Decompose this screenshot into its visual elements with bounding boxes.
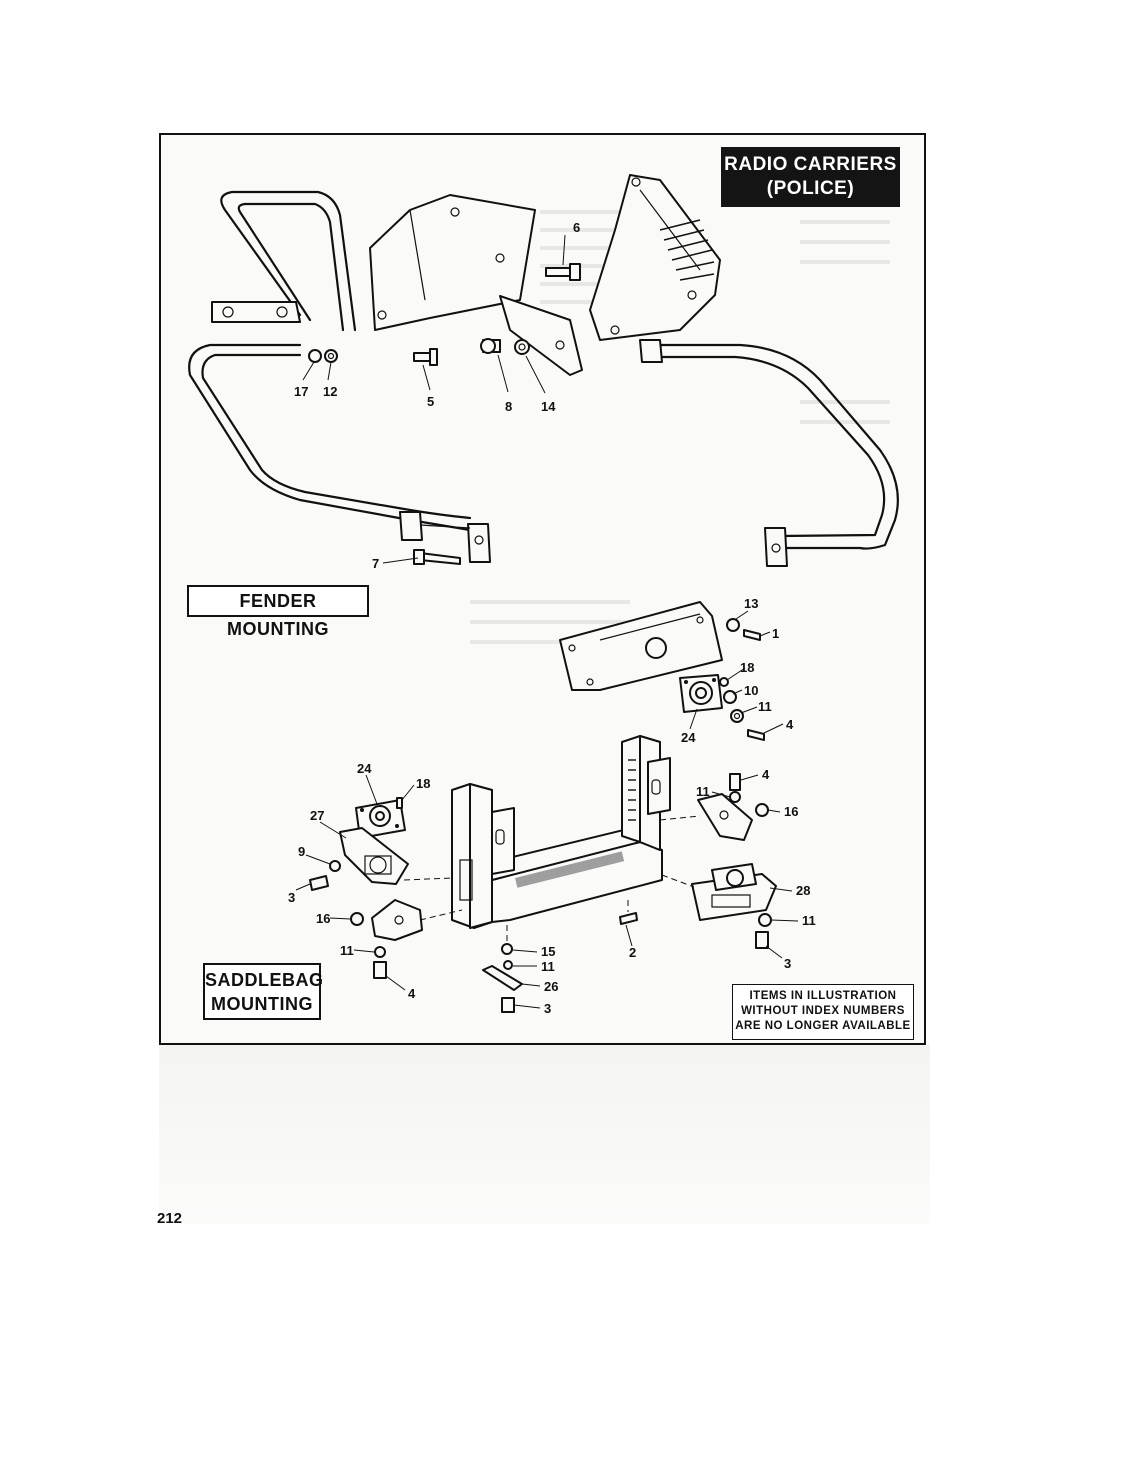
bracket-callouts: 13 1 18 10 11 4 24 xyxy=(681,596,794,745)
note-line-3: ARE NO LONGER AVAILABLE xyxy=(735,1020,911,1032)
fender-mount-plate-right xyxy=(589,174,721,341)
fender-rail-left xyxy=(188,190,491,563)
callout: 12 xyxy=(323,384,337,399)
fender-mounting-text: FENDER MOUNTING xyxy=(227,591,329,639)
callout: 24 xyxy=(681,730,696,745)
fender-mount-plate-left xyxy=(369,194,583,376)
saddlebag-text-line-2: MOUNTING xyxy=(211,994,313,1014)
callout: 27 xyxy=(310,808,324,823)
radio-mount-bracket xyxy=(559,601,723,691)
fender-mounting-label: FENDER MOUNTING xyxy=(187,585,369,639)
callout: 2 xyxy=(629,945,636,960)
callout: 11 xyxy=(340,943,354,958)
callout: 28 xyxy=(796,883,810,898)
callout: 18 xyxy=(416,776,430,791)
callout: 17 xyxy=(294,384,308,399)
callout: 1 xyxy=(772,626,779,641)
callout: 13 xyxy=(744,596,758,611)
bracket-16-left xyxy=(371,899,423,941)
note-line-2: WITHOUT INDEX NUMBERS xyxy=(741,1005,905,1017)
callout: 14 xyxy=(541,399,556,414)
title-line-2: (POLICE) xyxy=(766,178,855,199)
callout: 24 xyxy=(357,761,372,776)
callout: 16 xyxy=(784,804,798,819)
strap-26 xyxy=(482,965,523,991)
bracket-27 xyxy=(339,827,409,885)
callout: 11 xyxy=(696,784,710,799)
callout: 11 xyxy=(541,959,555,974)
callout: 3 xyxy=(288,890,295,905)
callout: 5 xyxy=(427,394,434,409)
callout: 11 xyxy=(802,913,816,928)
callout: 3 xyxy=(784,956,791,971)
saddlebag-leader-lines xyxy=(295,774,799,1009)
note-line-1: ITEMS IN ILLUSTRATION xyxy=(749,990,897,1002)
faint-bleedthrough-area xyxy=(159,1044,930,1224)
callout: 18 xyxy=(740,660,754,675)
shock-mount-24-upper xyxy=(679,674,723,713)
saddlebag-callouts: 24 18 27 9 3 16 11 4 15 11 26 3 2 4 11 1… xyxy=(288,761,816,1016)
callout: 10 xyxy=(744,683,758,698)
mount-28 xyxy=(691,863,777,921)
callout: 26 xyxy=(544,979,558,994)
callout: 4 xyxy=(762,767,770,782)
fender-callouts: 6 17 12 5 8 14 7 xyxy=(294,220,580,571)
fender-fasteners xyxy=(308,263,581,565)
title-line-1: RADIO CARRIERS xyxy=(724,154,897,175)
bracket-leader-lines xyxy=(689,610,784,734)
callout: 8 xyxy=(505,399,512,414)
availability-note: ITEMS IN ILLUSTRATION WITHOUT INDEX NUMB… xyxy=(732,984,914,1040)
saddlebag-carrier-frame xyxy=(451,735,671,929)
page-number: 212 xyxy=(157,1210,183,1227)
saddlebag-dashed-guides xyxy=(403,815,701,944)
callout: 6 xyxy=(573,220,580,235)
upper-bracket-fasteners xyxy=(719,618,765,741)
callout: 4 xyxy=(408,986,416,1001)
fender-rail-right xyxy=(639,339,899,567)
callout: 4 xyxy=(786,717,794,732)
saddlebag-fasteners xyxy=(309,773,772,1013)
bracket-16-right xyxy=(697,793,753,841)
callout: 16 xyxy=(316,911,330,926)
callout: 3 xyxy=(544,1001,551,1016)
callout: 7 xyxy=(372,556,379,571)
callout: 11 xyxy=(758,699,772,714)
callout: 15 xyxy=(541,944,555,959)
saddlebag-text-line-1: SADDLEBAG xyxy=(205,970,324,990)
callout: 9 xyxy=(298,844,305,859)
page-title: RADIO CARRIERS (POLICE) xyxy=(721,147,900,207)
saddlebag-mounting-label: SADDLEBAG MOUNTING xyxy=(203,963,324,1020)
fender-leader-lines xyxy=(302,234,566,564)
